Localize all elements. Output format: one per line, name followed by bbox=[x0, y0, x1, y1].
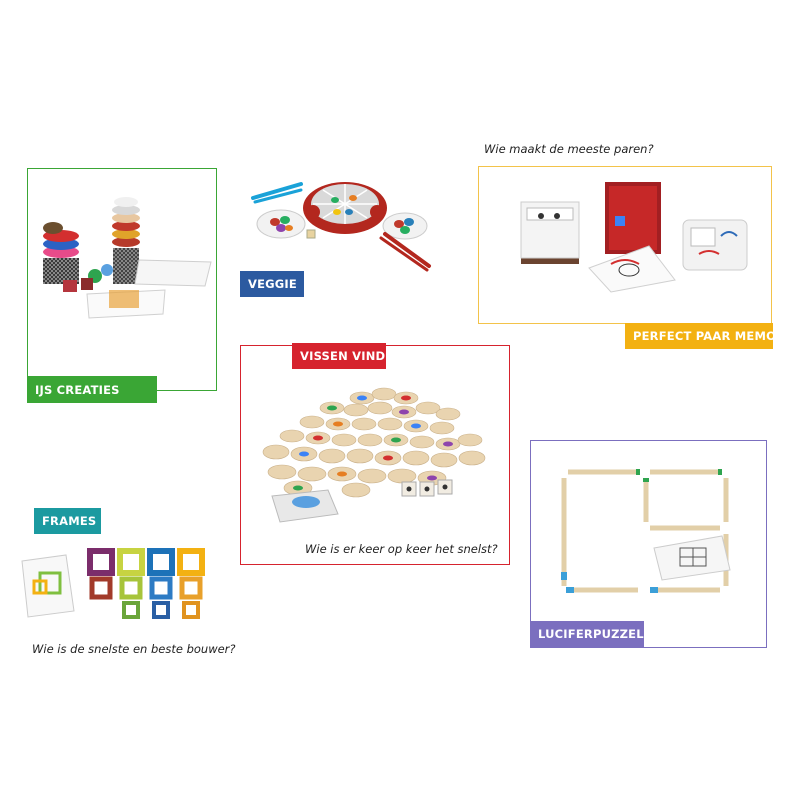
frames-label: FRAMES bbox=[34, 508, 101, 534]
memo-tagline: Wie maakt de meeste paren? bbox=[484, 142, 654, 156]
memo-label: PERFECT PAAR MEMO bbox=[625, 323, 776, 349]
vissen-tagline: Wie is er keer op keer het snelst? bbox=[305, 542, 498, 556]
lucifer-label: LUCIFERPUZZEL bbox=[530, 621, 644, 647]
frames-tagline: Wie is de snelste en beste bouwer? bbox=[32, 642, 236, 656]
frames-product-image bbox=[21, 548, 205, 619]
lucifer-frame bbox=[530, 440, 767, 648]
ijs-creaties-product-image bbox=[43, 197, 212, 319]
veggie-label: VEGGIE bbox=[240, 271, 304, 297]
vissen-label: VISSEN VINDEN bbox=[292, 343, 403, 369]
vissen-product-image bbox=[262, 387, 486, 523]
lucifer-product-image bbox=[561, 469, 731, 593]
veggie-product-image bbox=[251, 182, 431, 272]
memo-product-image bbox=[520, 182, 748, 293]
ijs-creaties-label: IJS CREATIES bbox=[27, 376, 157, 403]
